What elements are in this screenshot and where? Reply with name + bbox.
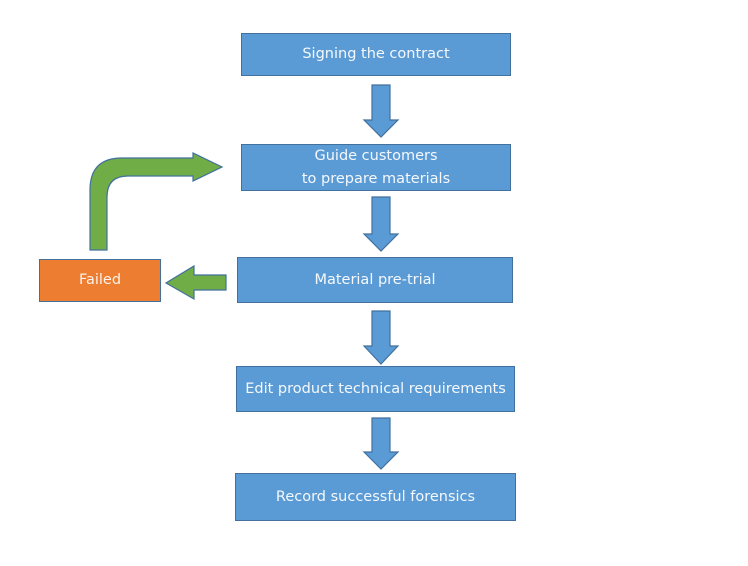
step-label-line1: Guide customers	[314, 147, 438, 164]
step-record-forensics: Record successful forensics	[235, 473, 516, 521]
step-label: Edit product technical requirements	[245, 380, 506, 397]
failed-label: Failed	[78, 272, 122, 288]
down-arrow-2	[362, 196, 400, 252]
step-material-pretrial: Material pre-trial	[237, 257, 513, 303]
down-arrow-4	[362, 417, 400, 470]
step-label: Material pre-trial	[314, 271, 436, 288]
step-guide-customers: Guide customers to prepare materials	[241, 144, 511, 191]
left-arrow-to-failed	[164, 264, 227, 301]
failed-box: Failed	[39, 259, 161, 302]
down-arrow-3	[362, 310, 400, 365]
down-arrow-1	[362, 84, 400, 138]
step-label: Signing the contract	[302, 46, 450, 62]
step-signing-contract: Signing the contract	[241, 33, 511, 76]
loop-arrow-to-guide	[89, 152, 224, 251]
step-label-line2: to prepare materials	[301, 170, 451, 187]
step-label: Record successful forensics	[275, 488, 476, 505]
step-edit-requirements: Edit product technical requirements	[236, 366, 515, 412]
